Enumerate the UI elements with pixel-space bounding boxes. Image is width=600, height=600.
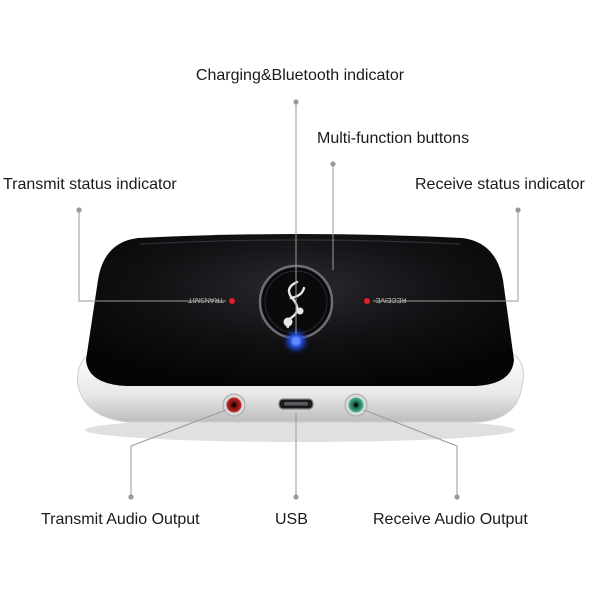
callout-receive-audio-output: Receive Audio Output — [373, 511, 528, 528]
leader-receive-audio — [363, 409, 458, 497]
device-shadow — [85, 418, 515, 442]
callout-transmit-audio-output: Transmit Audio Output — [41, 511, 200, 528]
leader-receive-status — [373, 210, 519, 302]
leader-transmit-audio — [130, 409, 227, 497]
callout-multi-function-buttons: Multi-function buttons — [317, 130, 470, 147]
leader-dots — [76, 99, 521, 500]
receive-status-led — [364, 298, 370, 304]
callout-receive-status: Receive status indicator — [415, 176, 585, 193]
callout-usb: USB — [275, 511, 308, 528]
receive-print: RECEIVE — [375, 296, 406, 303]
receive-jack-hole — [353, 402, 359, 408]
callout-transmit-status: Transmit status indicator — [3, 176, 177, 193]
charging-bluetooth-led — [292, 337, 300, 345]
usb-port-tongue — [284, 402, 308, 406]
transmit-print: TRANSMIT — [187, 296, 224, 303]
top-highlight — [139, 239, 461, 245]
leader-transmit-status — [78, 210, 226, 302]
music-bluetooth-icon — [283, 280, 306, 329]
transmit-status-led — [229, 298, 235, 304]
leader-lines — [78, 102, 519, 497]
callout-charging-bluetooth: Charging&Bluetooth indicator — [195, 67, 405, 84]
transmit-jack-hole — [231, 402, 237, 408]
